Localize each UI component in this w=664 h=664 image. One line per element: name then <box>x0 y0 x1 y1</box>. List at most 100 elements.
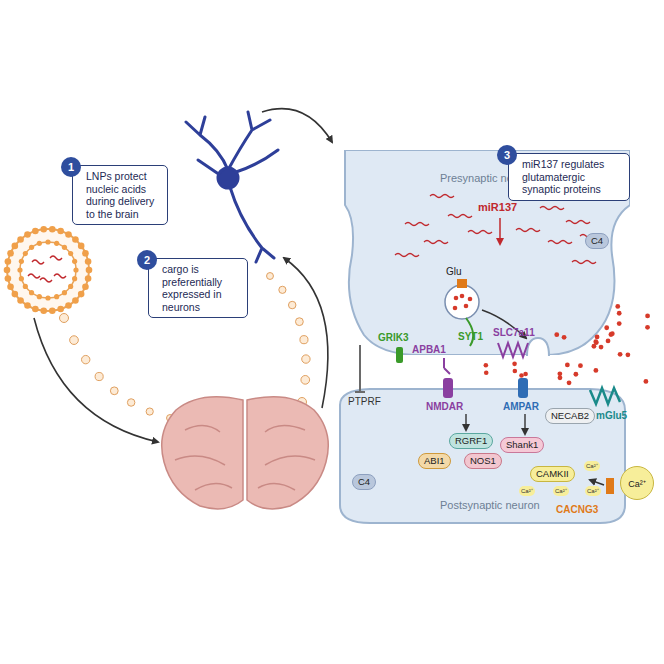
protein-name: NOS1 <box>470 455 496 466</box>
lipid-head <box>17 297 24 304</box>
callout-text: miR137 regulates glutamatergic synaptic … <box>522 158 624 196</box>
callout-number: 1 <box>61 157 81 177</box>
lipid-head <box>62 290 67 295</box>
particle <box>300 336 308 344</box>
glutamate <box>645 313 650 318</box>
glutamate <box>567 380 572 385</box>
lipid-head <box>65 302 72 309</box>
protein-pill: ABI1 <box>418 453 451 469</box>
glutamate <box>595 335 600 340</box>
glutamate <box>617 321 622 326</box>
nucleic-acid <box>28 274 40 278</box>
protein-name: RGRF1 <box>455 435 487 446</box>
delivery-arrow <box>34 318 158 442</box>
lipid-head <box>72 276 77 281</box>
callout-box: 1LNPs protect nucleic acids during deliv… <box>72 165 168 225</box>
ion-label: Ca²⁺ <box>585 486 601 496</box>
ion-label: Ca²⁺ <box>584 461 600 471</box>
glutamate <box>615 304 620 309</box>
glutamate <box>453 306 458 311</box>
lipid-head <box>23 284 28 289</box>
glutamate <box>592 344 597 349</box>
protein-name: ABI1 <box>424 455 445 466</box>
ornament <box>445 285 479 319</box>
callout-box: 2cargo is preferentially expressed in ne… <box>148 258 248 318</box>
protein-label: NMDAR <box>426 401 463 412</box>
lipid-head <box>29 290 34 295</box>
particle <box>70 336 79 345</box>
protein-label: GRIK3 <box>378 332 409 343</box>
glutamate <box>618 352 623 357</box>
particle <box>295 318 303 326</box>
ornament <box>20 242 76 298</box>
glutamate <box>617 311 622 316</box>
lipid-head <box>54 294 59 299</box>
particle <box>127 399 135 407</box>
protein-pill: C4 <box>585 233 609 249</box>
cacng3-channel <box>606 478 614 494</box>
lipid-head <box>86 267 93 274</box>
lipid-head <box>19 276 24 281</box>
protein-label: APBA1 <box>412 344 446 355</box>
brain <box>162 397 329 509</box>
particle <box>95 372 103 380</box>
lipid-head <box>37 241 42 246</box>
ornament <box>247 397 328 509</box>
particle <box>267 273 274 280</box>
lipid-head <box>5 258 12 265</box>
membrane <box>340 389 625 523</box>
ion-circle: Ca²⁺ <box>620 466 654 500</box>
glutamate <box>562 335 567 340</box>
lipid-head <box>85 258 92 265</box>
nmdar-receptor <box>443 378 453 398</box>
lipid-head <box>85 275 92 282</box>
lipid-head <box>4 267 11 274</box>
regulation-arrow <box>499 218 501 244</box>
protein-name: NECAB2 <box>551 410 589 421</box>
grik3-receptor <box>396 347 403 363</box>
ornament <box>162 397 243 509</box>
zoom-arrow <box>262 109 332 142</box>
protein-pill: RGRF1 <box>449 433 493 449</box>
ion-label: Ca²⁺ <box>519 486 535 496</box>
glutamate <box>464 304 469 309</box>
apba1-protein <box>444 358 450 374</box>
protein-pill: NOS1 <box>464 453 502 469</box>
glutamate <box>513 369 518 374</box>
glutamate <box>460 294 465 299</box>
lipid-head <box>78 243 85 250</box>
ornament <box>186 112 278 262</box>
glutamate <box>644 379 649 384</box>
lipid-head <box>57 228 64 235</box>
membrane <box>345 150 630 355</box>
callout-text: LNPs protect nucleic acids during delive… <box>86 170 162 220</box>
lipid-head <box>82 250 89 257</box>
lipid-head <box>40 226 47 233</box>
lipid-head <box>68 284 73 289</box>
lipid-head <box>45 295 50 300</box>
ornament <box>7 229 89 311</box>
lipid-head <box>62 245 67 250</box>
ptprf-protein <box>355 345 365 392</box>
callout-box: 3miR137 regulates glutamatergic synaptic… <box>508 153 630 201</box>
release-pocket <box>527 338 549 356</box>
lipid-head <box>23 251 28 256</box>
nucleic-acid <box>50 256 62 260</box>
lipid-head <box>54 241 59 246</box>
glutamate <box>554 332 559 337</box>
lipid-head <box>40 307 47 314</box>
glutamate <box>512 362 517 367</box>
protein-label: SYT1 <box>458 331 483 342</box>
ion-label: Ca²⁺ <box>553 486 569 496</box>
protein-label: mGlu5 <box>596 410 627 421</box>
particle <box>146 408 153 415</box>
particle <box>110 387 118 395</box>
particle <box>288 301 296 309</box>
protein-label: Glu <box>446 266 462 277</box>
nucleic-acid <box>40 278 52 282</box>
nucleic-acid <box>32 260 44 264</box>
particle <box>82 355 90 363</box>
lipid-head <box>29 245 34 250</box>
